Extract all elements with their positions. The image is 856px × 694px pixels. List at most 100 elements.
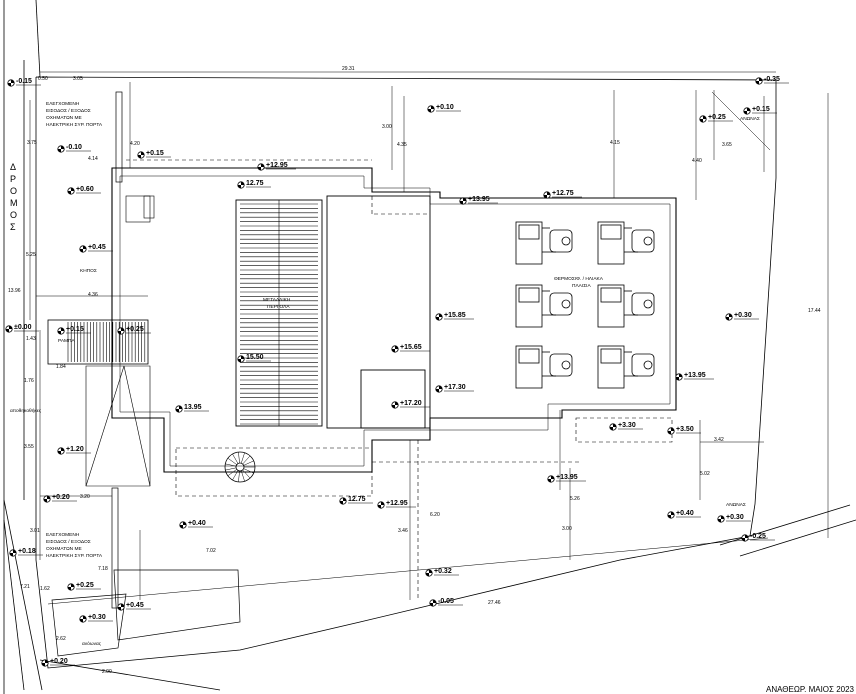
road-label-char: Ο bbox=[10, 210, 17, 220]
level-label: +0.40 bbox=[188, 520, 206, 527]
level-marker-fill bbox=[7, 79, 15, 87]
spiral-tread bbox=[242, 469, 251, 479]
level-marker: +12.95 bbox=[257, 162, 296, 171]
level-marker: +0.45 bbox=[117, 602, 151, 611]
dim: 1.62 bbox=[40, 586, 50, 592]
level-marker-fill bbox=[547, 475, 555, 483]
dim: 3.42 bbox=[714, 437, 724, 443]
level-marker-fill bbox=[117, 604, 125, 611]
water-tank bbox=[631, 292, 655, 316]
spiral-tread bbox=[243, 468, 254, 474]
road-label-char: Δ bbox=[10, 162, 16, 172]
water-tank bbox=[631, 353, 655, 377]
solar-panel bbox=[597, 221, 625, 265]
level-marker: 12.75 bbox=[339, 496, 373, 505]
level-label: +0.25 bbox=[76, 582, 94, 589]
level-label: +0.45 bbox=[126, 602, 144, 609]
building-outline bbox=[111, 167, 677, 473]
level-marker-fill bbox=[117, 327, 125, 335]
level-marker: +13.95 bbox=[547, 474, 586, 483]
level-label: +0.30 bbox=[88, 614, 106, 621]
pergola-label-2: ΠΕΡΓΟΛΑ bbox=[267, 304, 290, 310]
spiral-tread bbox=[232, 470, 239, 481]
dim: 4.15 bbox=[610, 140, 620, 146]
level-marker: +0.45 bbox=[79, 244, 113, 253]
level-marker-fill bbox=[755, 77, 763, 85]
level-label: +0.45 bbox=[88, 244, 106, 251]
level-marker: +0.40 bbox=[667, 510, 701, 519]
level-marker: +0.15 bbox=[57, 326, 91, 335]
level-label: +0.15 bbox=[146, 150, 164, 157]
tank-valve bbox=[643, 236, 653, 246]
level-label: +0.30 bbox=[726, 514, 744, 521]
spiral-tread bbox=[227, 457, 237, 465]
dim: 0.50 bbox=[38, 76, 48, 82]
dim: 4.40 bbox=[692, 158, 702, 164]
solar-label-1: ΘΕΡΜΟΣΙΦ. / ΗΛΙΑΚΑ bbox=[554, 276, 604, 282]
solar-panel-cell bbox=[600, 348, 622, 364]
spiral-tread bbox=[242, 455, 251, 465]
level-label: +0.15 bbox=[752, 106, 770, 113]
solar-panel-cell bbox=[518, 287, 540, 303]
water-tank bbox=[549, 353, 573, 377]
gate-note-bottom-1: ΕΛΕΓΧΟΜΕΝΗ bbox=[46, 532, 80, 538]
level-marker-fill bbox=[699, 115, 707, 123]
spiral-tread bbox=[243, 460, 254, 466]
level-label: +1.20 bbox=[66, 446, 84, 453]
level-marker-fill bbox=[57, 448, 65, 455]
solar-panel bbox=[515, 221, 543, 265]
level-marker: +15.65 bbox=[391, 344, 430, 353]
dim: 3.55 bbox=[24, 444, 34, 450]
dim: 3.05 bbox=[73, 76, 83, 82]
level-label: +3.50 bbox=[676, 426, 694, 433]
level-marker-fill bbox=[391, 402, 399, 409]
level-label: +0.20 bbox=[52, 494, 70, 501]
level-marker-fill bbox=[429, 600, 437, 607]
road-label-char: Ρ bbox=[10, 174, 16, 184]
level-marker: ±0.00 bbox=[5, 324, 39, 333]
solar-panel-unit bbox=[597, 284, 655, 328]
level-marker-fill bbox=[79, 246, 87, 253]
level-marker-fill bbox=[237, 356, 245, 363]
level-label: -0.15 bbox=[16, 78, 32, 85]
spiral-tread bbox=[238, 470, 240, 482]
spiral-tread bbox=[238, 452, 240, 464]
dim: 2.62 bbox=[56, 636, 66, 642]
level-label: +3.30 bbox=[618, 422, 636, 429]
level-marker: +0.25 bbox=[699, 114, 733, 123]
pergola-label-1: ΜΕΤΑΛΛΙΚΗ bbox=[263, 297, 291, 303]
level-marker-fill bbox=[79, 616, 87, 623]
level-marker-fill bbox=[175, 406, 183, 413]
level-marker: +0.10 bbox=[427, 104, 461, 113]
dim: 13.96 bbox=[8, 288, 21, 294]
level-label: +0.25 bbox=[708, 114, 726, 121]
level-label: -0.10 bbox=[66, 144, 82, 151]
level-label: -0.05 bbox=[438, 598, 454, 605]
level-marker: +13.95 bbox=[459, 196, 498, 205]
level-marker: +0.30 bbox=[725, 312, 759, 321]
level-marker-fill bbox=[425, 570, 433, 577]
tank-valve bbox=[643, 299, 653, 309]
level-label: +0.40 bbox=[676, 510, 694, 517]
solar-panel-cell bbox=[518, 224, 540, 240]
dim: 4.36 bbox=[88, 292, 98, 298]
dim: 1.84 bbox=[56, 364, 66, 370]
ramp-label: ΡΑΜΠΑ bbox=[58, 338, 76, 344]
level-label: 13.95 bbox=[184, 404, 202, 411]
level-marker: +13.95 bbox=[675, 372, 714, 381]
level-marker: +0.60 bbox=[67, 186, 101, 195]
level-marker-fill bbox=[667, 428, 675, 435]
level-marker-fill bbox=[717, 516, 725, 523]
level-marker-fill bbox=[257, 164, 265, 171]
tank-valve bbox=[561, 360, 571, 370]
water-tank bbox=[549, 229, 573, 253]
gate-note-top-4: ΗΛΕΚΤΡΙΚΗ ΣΥΡ. ΠΟΡΤΑ bbox=[46, 122, 103, 128]
level-label: +0.15 bbox=[66, 326, 84, 333]
revision-note: ΑΝΑΘΕΩΡ. ΜΑΙΟΣ 2023 bbox=[766, 685, 855, 694]
level-marker-fill bbox=[9, 550, 17, 557]
solar-panel-unit bbox=[515, 345, 573, 389]
dim: 7.21 bbox=[20, 584, 30, 590]
tank-valve bbox=[561, 299, 571, 309]
level-marker-fill bbox=[667, 512, 675, 519]
level-marker: -0.35 bbox=[755, 76, 789, 85]
